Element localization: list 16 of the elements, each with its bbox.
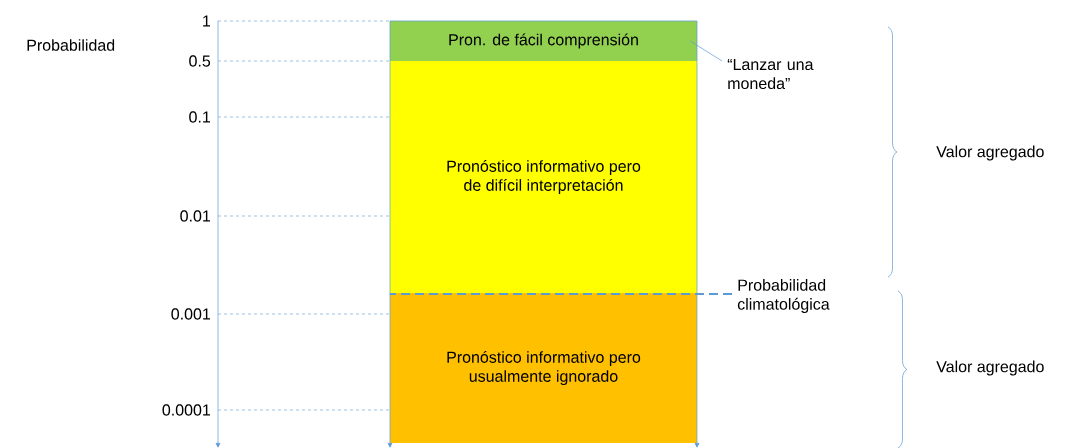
annotation-text: “Lanzar una moneda” (727, 58, 814, 90)
axis-title: Probabilidad (27, 39, 115, 51)
tick-label: 0.001 (171, 308, 210, 320)
tick-label: 0.0001 (162, 404, 210, 416)
tick-label: 0.01 (180, 210, 210, 222)
tick-label: 0.5 (189, 55, 211, 67)
tick-label: 0.1 (189, 111, 210, 123)
leader-line (389, 292, 732, 296)
tick-label: 1 (203, 15, 210, 27)
brace-label: Valor agregado (936, 360, 1044, 376)
annotation-text: Probabilidad climatológica (737, 279, 830, 313)
probability-band: Pronóstico informativo pero usualmente ignorado (390, 293, 697, 443)
leader-line (689, 40, 723, 62)
probability-band: Pron. de fácil comprensión (390, 21, 697, 61)
probability-band: Pronóstico informativo pero de difícil interpretación (390, 61, 697, 293)
brace-label: Valor agregado (936, 145, 1044, 161)
